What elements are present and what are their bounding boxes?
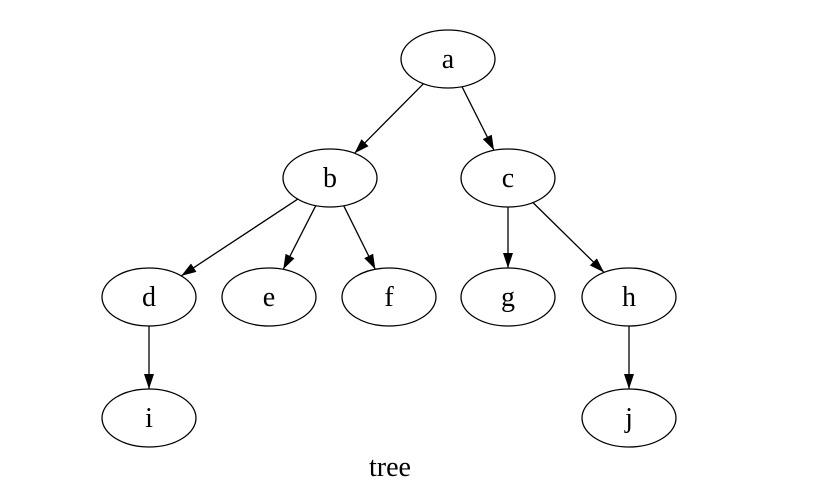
edge-a-c (461, 86, 495, 151)
node-ellipse-g (460, 267, 556, 327)
graph-label: tree (369, 452, 411, 483)
node-label-i: i (145, 403, 153, 434)
node-ellipse-a (400, 29, 496, 89)
node-ellipse-f (341, 267, 437, 327)
node-label-e: e (263, 282, 275, 313)
node-label-j: j (624, 403, 633, 434)
node-j: j (581, 388, 677, 448)
node-g: g (460, 267, 556, 327)
edge-c-h (532, 202, 605, 273)
node-ellipse-e (221, 267, 317, 327)
node-f: f (341, 267, 437, 327)
edge-a-b (354, 83, 424, 154)
node-label-d: d (142, 282, 156, 313)
edges-layer (144, 83, 634, 389)
node-b: b (282, 148, 378, 208)
node-ellipse-i (101, 388, 197, 448)
node-ellipse-h (581, 267, 677, 327)
node-label-c: c (502, 163, 514, 194)
node-label-b: b (323, 163, 337, 194)
node-h: h (581, 267, 677, 327)
node-ellipse-j (581, 388, 677, 448)
node-a: a (400, 29, 496, 89)
edge-b-f (343, 205, 376, 270)
node-label-g: g (501, 282, 515, 313)
edge-b-e (282, 205, 317, 270)
node-label-f: f (384, 282, 394, 313)
node-label-h: h (622, 282, 636, 313)
node-i: i (101, 388, 197, 448)
nodes-layer: a b c d e f g h i j (101, 29, 677, 448)
node-ellipse-b (282, 148, 378, 208)
node-c: c (460, 148, 556, 208)
node-label-a: a (442, 44, 455, 75)
edge-b-d (180, 198, 299, 277)
node-ellipse-d (101, 267, 197, 327)
node-d: d (101, 267, 197, 327)
node-ellipse-c (460, 148, 556, 208)
node-e: e (221, 267, 317, 327)
